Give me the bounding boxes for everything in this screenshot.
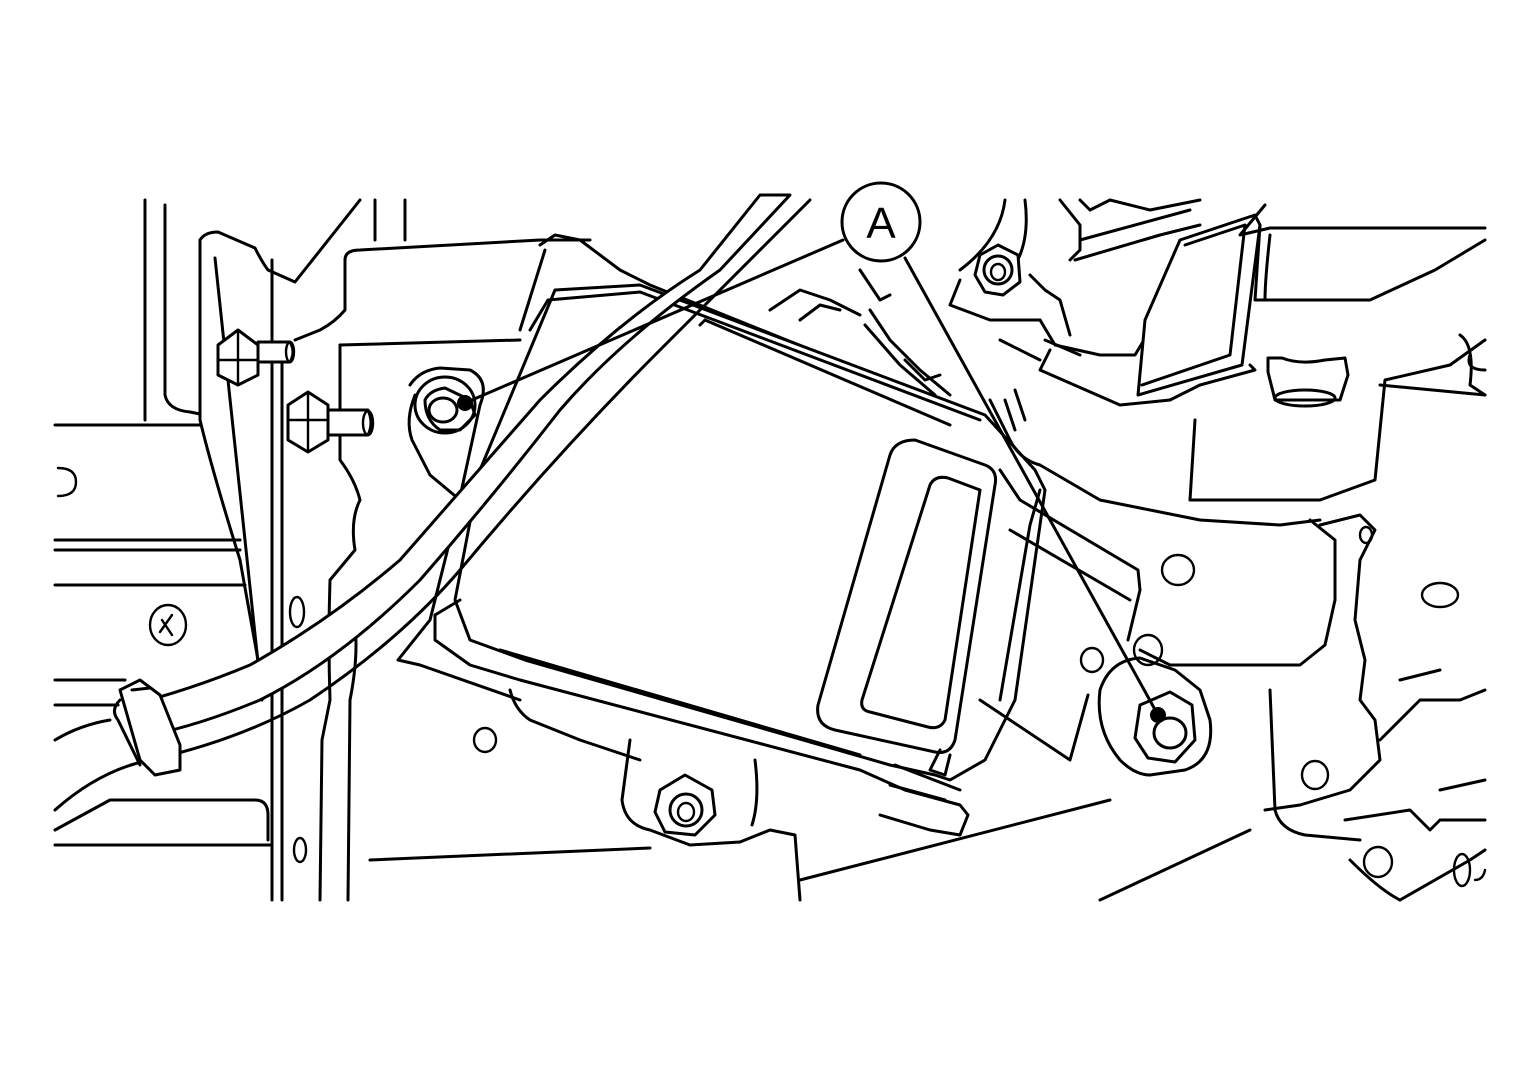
callout-leader-lines — [457, 238, 1166, 723]
right-body-panel — [472, 198, 1487, 902]
mounting-nut — [653, 773, 717, 837]
leader-point — [1150, 707, 1166, 723]
callout-a: A — [840, 181, 922, 263]
mounting-stud — [216, 328, 296, 387]
wire-harness — [53, 193, 812, 812]
left-body-panel — [53, 198, 592, 902]
mounting-bolt — [1097, 656, 1213, 777]
leader-point — [457, 395, 473, 411]
callout-label: A — [866, 199, 896, 248]
module-connector — [768, 268, 952, 397]
mounting-bolt — [413, 375, 477, 435]
harness-clip — [113, 678, 182, 777]
mounting-stud — [286, 390, 375, 454]
mounting-nut — [973, 243, 1022, 297]
control-module — [433, 283, 1142, 837]
